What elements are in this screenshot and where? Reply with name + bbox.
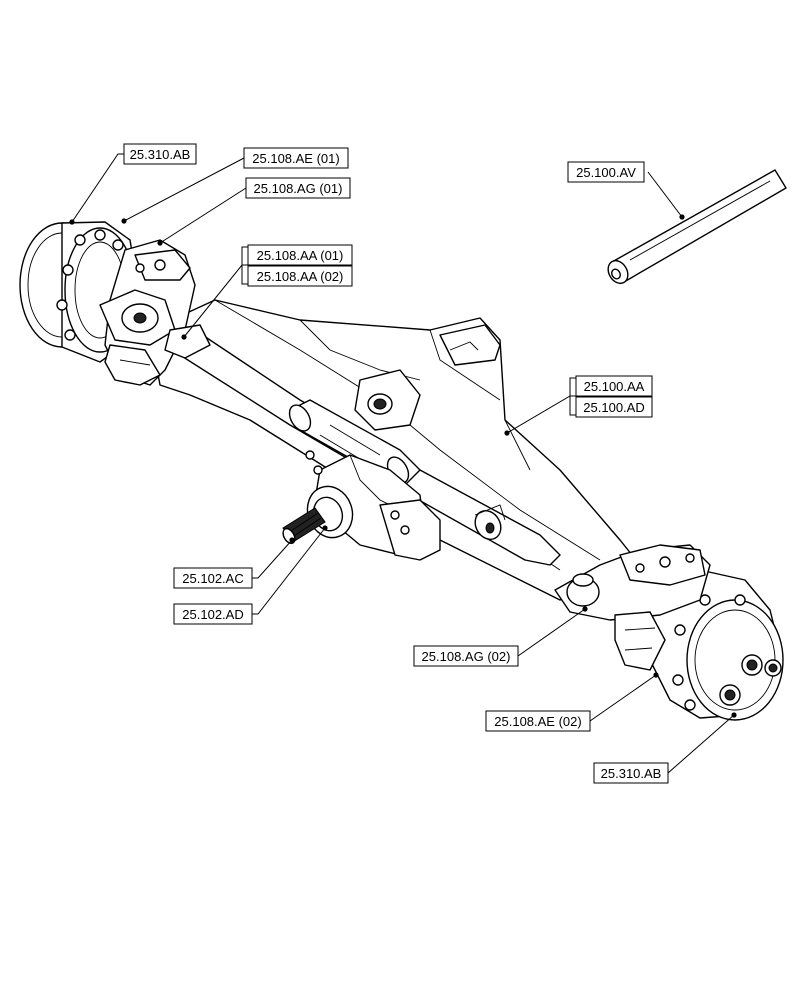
leader-dots [69,214,737,718]
right-knuckle-drawing [554,544,711,671]
callout-shaft-left-2[interactable]: 25.108.AA (02) [247,265,353,287]
callout-seal-right-label: 25.108.AE (02) [494,714,581,729]
callout-knuckle-right[interactable]: 25.108.AG (02) [413,645,519,667]
callout-housing-2[interactable]: 25.100.AD [575,396,653,418]
steering-cylinder-drawing [174,329,561,566]
callout-pin[interactable]: 25.100.AV [567,161,645,183]
callout-seal-left-label: 25.108.AE (01) [252,151,339,166]
callout-hub-right-label: 25.310.AB [601,766,662,781]
callout-pinion-2[interactable]: 25.102.AD [173,603,253,625]
callout-pinion-1[interactable]: 25.102.AC [173,567,253,589]
callout-seal-right[interactable]: 25.108.AE (02) [485,710,591,732]
callout-pinion-1-label: 25.102.AC [182,571,243,586]
callout-hub-right[interactable]: 25.310.AB [593,762,669,784]
left-knuckle-drawing [99,239,211,386]
callout-housing-1[interactable]: 25.100.AA [575,375,653,397]
callout-housing-2-label: 25.100.AD [583,400,644,415]
callout-hub-left-label: 25.310.AB [130,147,191,162]
callout-knuckle-left-label: 25.108.AG (01) [254,181,343,196]
pivot-pin-drawing [607,169,787,285]
callout-pinion-2-label: 25.102.AD [182,607,243,622]
callout-pin-label: 25.100.AV [576,165,636,180]
callout-hub-left[interactable]: 25.310.AB [123,143,197,165]
callout-knuckle-right-label: 25.108.AG (02) [422,649,511,664]
callout-knuckle-left[interactable]: 25.108.AG (01) [245,177,351,199]
differential-housing-drawing [282,450,441,561]
callout-shaft-left-1-label: 25.108.AA (01) [257,248,344,263]
axle-assembly-illustration [19,169,787,721]
callout-shaft-left-2-label: 25.108.AA (02) [257,269,344,284]
callout-housing-1-label: 25.100.AA [584,379,645,394]
callout-seal-left[interactable]: 25.108.AE (01) [243,147,349,169]
callout-brackets [241,246,576,416]
callout-shaft-left-1[interactable]: 25.108.AA (01) [247,244,353,266]
